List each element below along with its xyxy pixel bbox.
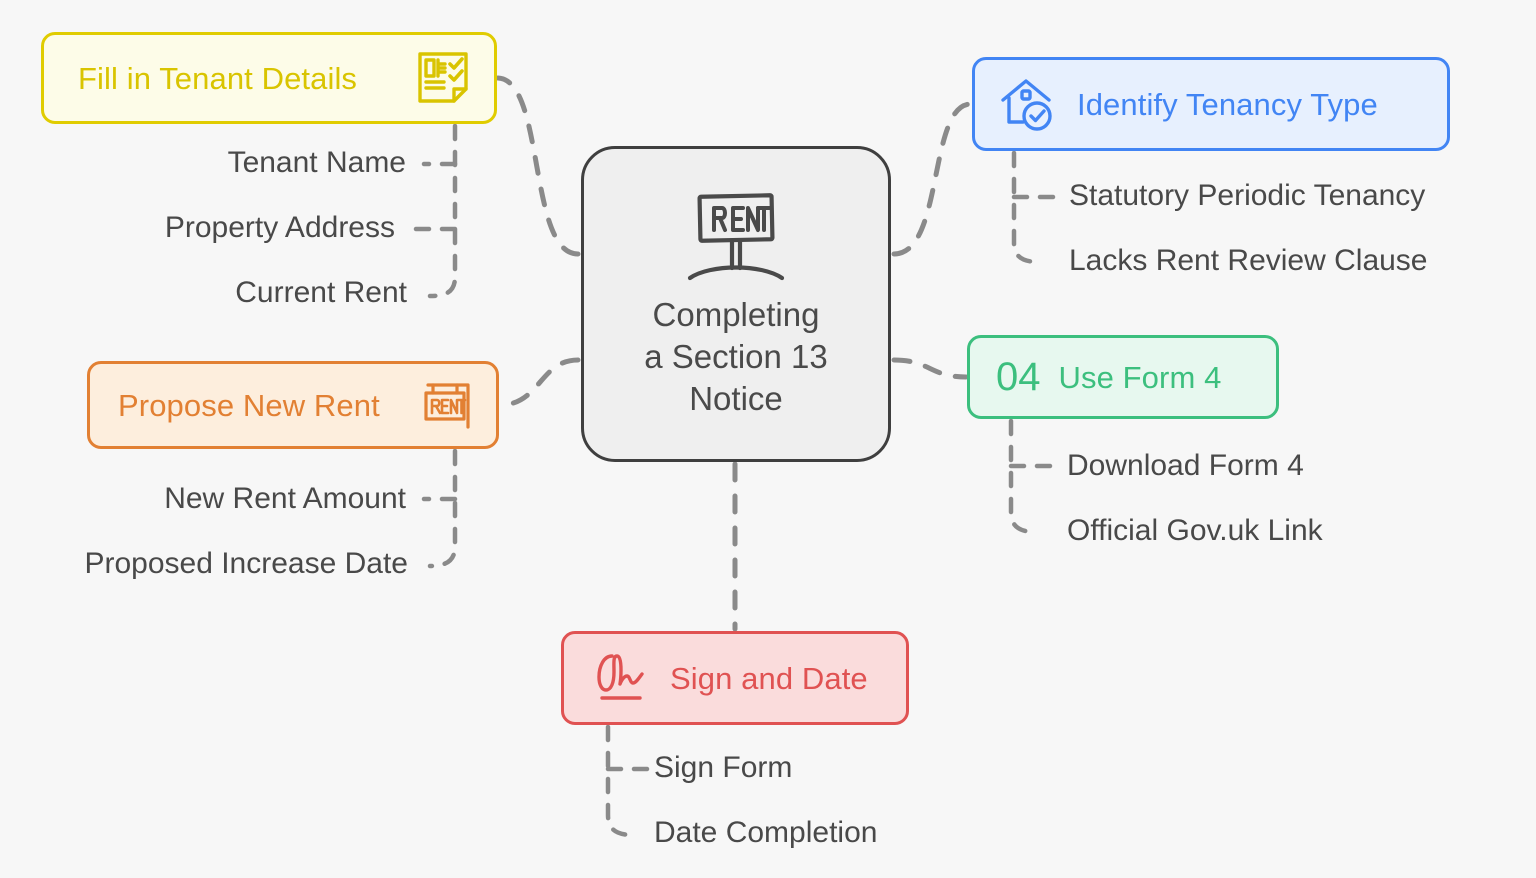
branch-label-sign: Sign and Date xyxy=(670,660,868,696)
link-propose-children xyxy=(427,448,458,569)
center-node[interactable]: Completing a Section 13 Notice xyxy=(581,146,891,462)
house-check-icon xyxy=(997,74,1057,134)
branch-node-fill-in-tenant-details[interactable]: Fill in Tenant Details xyxy=(41,32,497,124)
link-form4-children xyxy=(1008,418,1039,535)
rent-board-icon xyxy=(420,377,476,433)
branch-label-form4: Use Form 4 xyxy=(1058,359,1222,395)
branch-label-tenant: Fill in Tenant Details xyxy=(78,60,358,96)
link-sign-children xyxy=(605,724,636,838)
rent-sign-icon xyxy=(680,188,792,284)
signature-icon xyxy=(590,650,650,706)
sub-item-current-rent: Current Rent xyxy=(235,276,407,309)
sub-item-sign-form: Sign Form xyxy=(654,751,793,784)
branch-label-propose: Propose New Rent xyxy=(118,387,380,423)
link-center-identify xyxy=(891,101,974,257)
branch-node-identify-tenancy-type[interactable]: Identify Tenancy Type xyxy=(972,57,1450,151)
sub-item-date-completion: Date Completion xyxy=(654,816,878,849)
sub-item-statutory-periodic-tenancy: Statutory Periodic Tenancy xyxy=(1069,179,1426,212)
center-title-line-3: Notice xyxy=(689,380,783,418)
center-title-line-2: a Section 13 xyxy=(644,337,828,375)
link-center-propose xyxy=(497,357,581,408)
link-center-tenant xyxy=(495,75,581,257)
branch-node-use-form-4[interactable]: 04 Use Form 4 xyxy=(967,335,1279,419)
branch-node-propose-new-rent[interactable]: Propose New Rent xyxy=(87,361,499,449)
sub-item-property-address: Property Address xyxy=(164,211,395,244)
link-center-form4 xyxy=(891,357,969,380)
sub-item-new-rent-amount: New Rent Amount xyxy=(164,482,406,515)
branch-label-identify: Identify Tenancy Type xyxy=(1077,86,1378,122)
center-title-line-1: Completing xyxy=(652,295,820,333)
sub-item-official-gov-uk-link: Official Gov.uk Link xyxy=(1067,514,1323,547)
sub-item-tenant-name: Tenant Name xyxy=(227,146,406,179)
branch-node-sign-and-date[interactable]: Sign and Date xyxy=(561,631,909,725)
sub-item-download-form-4: Download Form 4 xyxy=(1067,449,1304,482)
link-tenant-children xyxy=(427,123,458,299)
center-node-title: Completing a Section 13 Notice xyxy=(644,294,827,421)
link-identify-children xyxy=(1011,150,1042,265)
number-04-icon: 04 xyxy=(996,355,1041,399)
checklist-document-icon xyxy=(414,49,472,107)
sub-item-lacks-rent-review-clause: Lacks Rent Review Clause xyxy=(1069,244,1428,277)
sub-item-proposed-increase-date: Proposed Increase Date xyxy=(84,547,408,580)
